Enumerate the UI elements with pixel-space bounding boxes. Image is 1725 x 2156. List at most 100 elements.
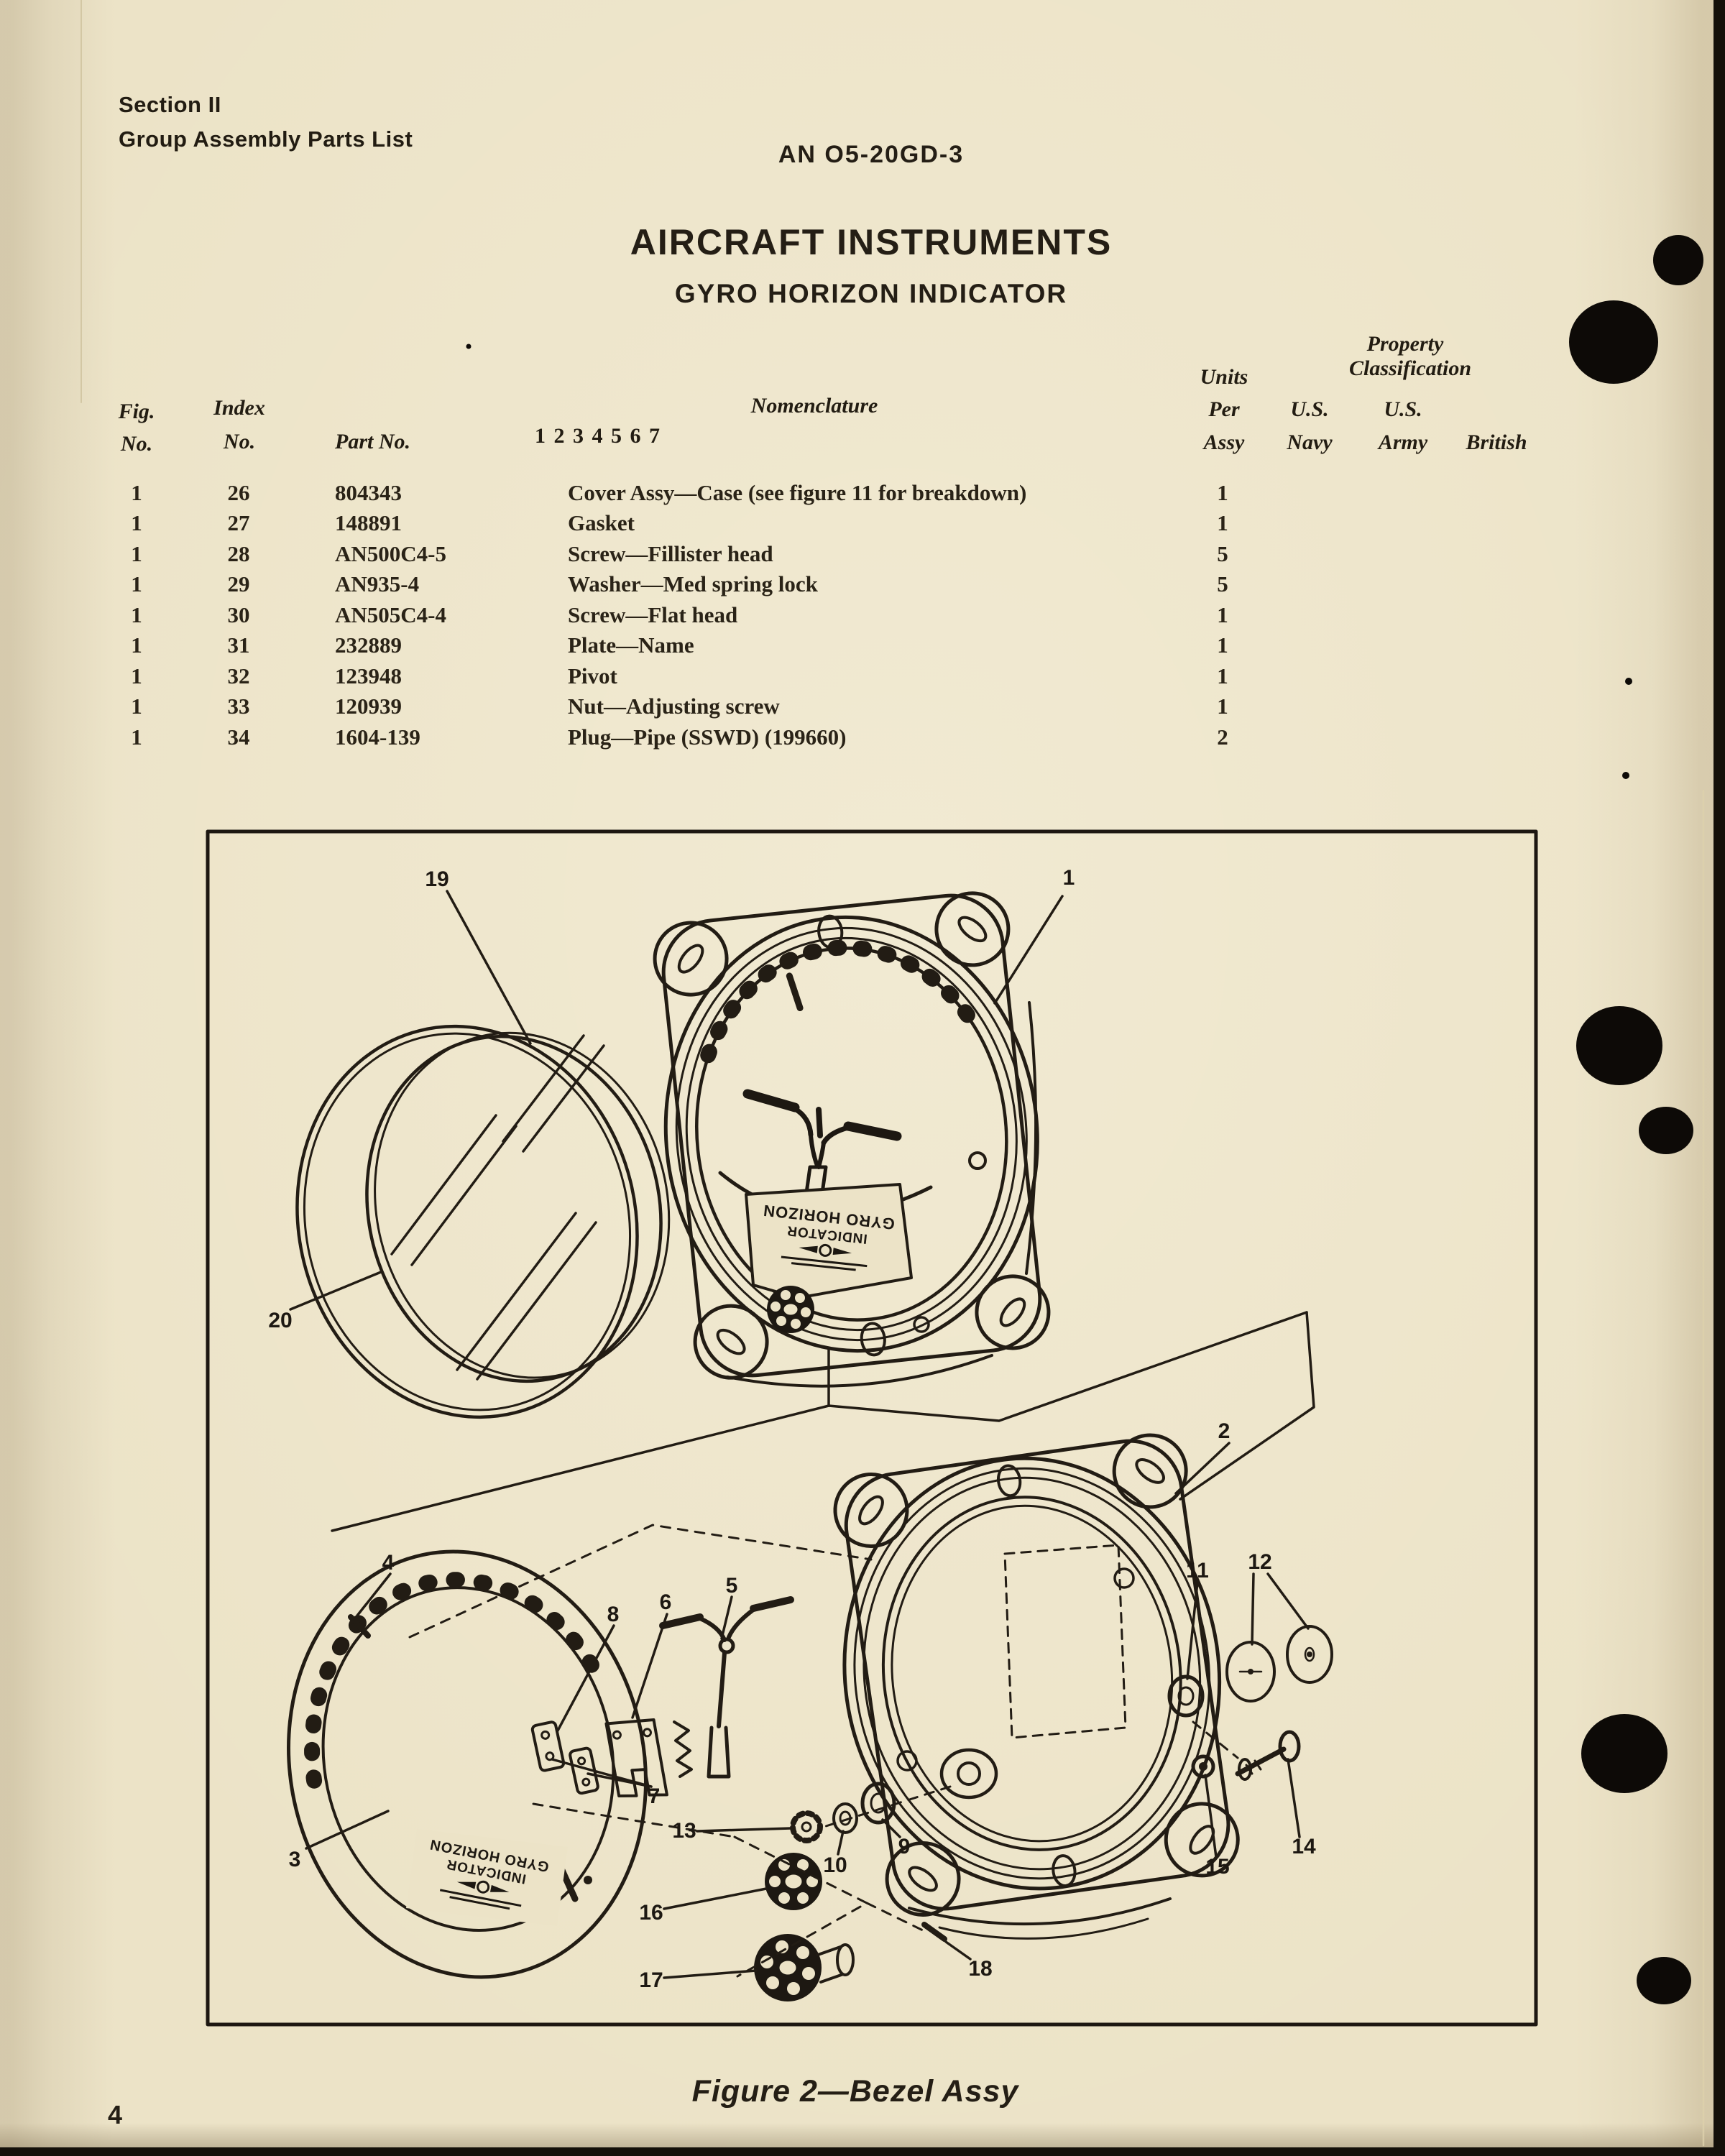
callout-11: 11 [1186, 1559, 1209, 1583]
plate-tick-marks [304, 1572, 611, 1789]
cell-index: 28 [227, 541, 250, 566]
cell-units: 2 [1217, 724, 1228, 750]
plate-8 [530, 1720, 566, 1772]
cell-nomenclature: Plate—Name [568, 632, 694, 658]
col-property-2: Classification [1348, 356, 1472, 380]
cell-units: 1 [1217, 480, 1228, 505]
cell-nomenclature: Screw—Flat head [568, 602, 738, 627]
col-units-1: Units [1200, 365, 1248, 389]
col-navy-2: Navy [1287, 430, 1333, 454]
callout-14: 14 [1292, 1835, 1316, 1858]
cell-part: 148891 [335, 510, 402, 535]
cell-fig: 1 [131, 632, 142, 658]
case-flange-drawing [833, 1433, 1240, 1940]
glass-lens-drawing [295, 1024, 671, 1419]
cell-index: 30 [227, 602, 250, 627]
col-fig-2: No. [120, 432, 153, 456]
table-row: 1 27 148891 Gasket 1 [0, 510, 1725, 539]
escutcheon-plate-drawing [287, 1549, 648, 1979]
cell-part: AN505C4-4 [335, 602, 446, 627]
callout-18: 18 [968, 1957, 993, 1981]
knob-16 [765, 1853, 822, 1910]
cell-part: 232889 [335, 632, 402, 658]
callout-13: 13 [672, 1819, 696, 1843]
cell-fig: 1 [131, 602, 142, 627]
explosion-axis-lines [331, 1311, 1315, 1532]
cell-part: 804343 [335, 480, 402, 505]
col-part-no: Part No. [335, 430, 410, 453]
figure-frame [206, 829, 1538, 2027]
col-navy-1: U.S. [1290, 397, 1329, 421]
col-index-2: No. [223, 430, 256, 453]
discs-12 [1225, 1625, 1333, 1703]
punch-hole-marks [466, 235, 1703, 2004]
dial-nameplate: INDICATOR GYRO HORIZON [742, 1176, 911, 1300]
callout-7: 7 [648, 1784, 661, 1808]
scan-edge-bottom [0, 2147, 1725, 2156]
cell-units: 1 [1217, 663, 1228, 688]
cell-nomenclature: Nut—Adjusting screw [568, 694, 780, 719]
bracket-6 [604, 1718, 668, 1797]
washer-9 [860, 1782, 896, 1825]
cell-part: AN935-4 [335, 571, 420, 596]
cell-units: 1 [1217, 694, 1228, 719]
cell-fig: 1 [131, 541, 142, 566]
cell-nomenclature: Pivot [568, 663, 617, 688]
cell-nomenclature: Gasket [568, 510, 635, 535]
page-subtitle: GYRO HORIZON INDICATOR [674, 279, 1068, 308]
doc-number: AN O5-20GD-3 [778, 141, 965, 168]
callout-10: 10 [823, 1853, 847, 1877]
col-army-1: U.S. [1384, 397, 1422, 421]
alignment-dashes [408, 1524, 1239, 1978]
pointer-assy-5 [659, 1596, 794, 1779]
callout-1: 1 [1062, 866, 1075, 890]
callout-17: 17 [639, 1968, 663, 1992]
cell-fig: 1 [131, 510, 142, 535]
nut-15 [1191, 1754, 1215, 1779]
callout-20: 20 [268, 1309, 293, 1332]
callout-6: 6 [659, 1590, 672, 1614]
spring-coil [673, 1720, 693, 1778]
callout-2: 2 [1218, 1419, 1230, 1443]
section-heading: Section II [119, 92, 221, 117]
caging-knob-drawing [767, 1286, 814, 1333]
cell-part: AN500C4-5 [335, 541, 446, 566]
cell-nomenclature: Cover Assy—Case (see figure 11 for break… [568, 480, 1027, 505]
col-british: British [1466, 430, 1527, 454]
callout-8: 8 [607, 1603, 620, 1626]
col-fig-1: Fig. [118, 400, 155, 423]
cell-fig: 1 [131, 663, 142, 688]
cell-index: 29 [227, 571, 250, 596]
cell-index: 32 [227, 663, 250, 688]
callout-9: 9 [898, 1835, 911, 1858]
col-index-1: Index [213, 396, 265, 420]
col-indent-levels: 1 2 3 4 5 6 7 [535, 424, 661, 448]
callout-19: 19 [425, 867, 449, 891]
callout-16: 16 [639, 1901, 663, 1925]
cell-units: 1 [1217, 510, 1228, 535]
figure-caption: Figure 2—Bezel Assy [691, 2074, 1019, 2109]
dial-tick-marks [700, 939, 984, 1064]
callout-5: 5 [725, 1574, 738, 1598]
cell-fig: 1 [131, 571, 142, 596]
cell-index: 31 [227, 632, 250, 658]
scan-edge-right [1714, 0, 1725, 2156]
cell-index: 27 [227, 510, 250, 535]
cell-part: 1604-139 [335, 724, 420, 750]
pin-4 [348, 1614, 371, 1639]
page-title: AIRCRAFT INSTRUMENTS [630, 222, 1113, 262]
col-units-3: Assy [1203, 430, 1245, 454]
cell-index: 33 [227, 694, 250, 719]
cell-units: 1 [1217, 602, 1228, 627]
horizon-pointer-drawing [742, 1089, 902, 1205]
callout-3: 3 [288, 1848, 301, 1871]
page-number: 4 [108, 2100, 123, 2129]
callout-12: 12 [1248, 1550, 1272, 1574]
cell-nomenclature: Plug—Pipe (SSWD) (199660) [568, 724, 847, 750]
